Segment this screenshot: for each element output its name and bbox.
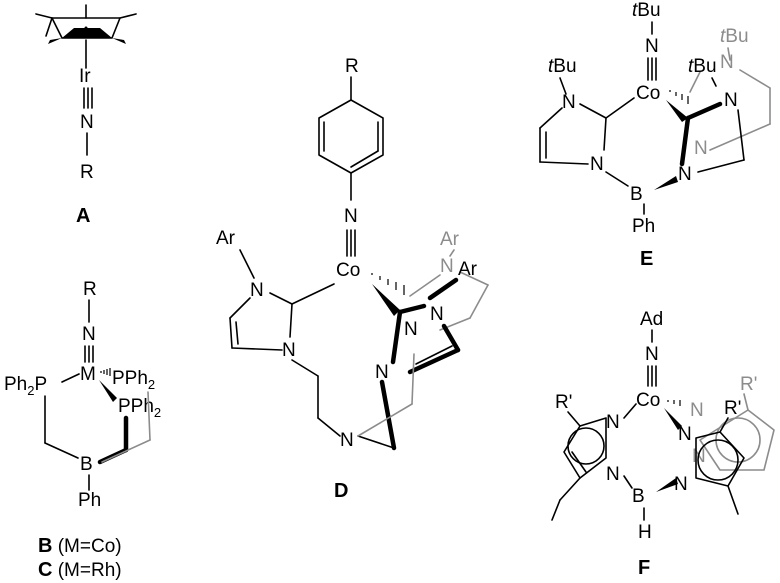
boron-atom: B bbox=[80, 454, 93, 475]
nitrogen-atom-back: N bbox=[720, 52, 734, 73]
nitrogen-atom: N bbox=[250, 280, 264, 301]
nitrogen-atom-back: N bbox=[440, 256, 454, 277]
cp-star-ring bbox=[35, 4, 137, 44]
tert-butyl-back: tBu bbox=[720, 26, 749, 47]
nitrogen-atom: N bbox=[645, 36, 659, 57]
amine-nitrogen: N bbox=[340, 430, 354, 451]
nitrogen-atom: N bbox=[282, 340, 296, 361]
r-prime-front: R' bbox=[724, 398, 741, 419]
boron-atom: B bbox=[630, 184, 643, 205]
tert-butyl-left: tBu bbox=[548, 56, 577, 77]
nitrogen-atom: N bbox=[80, 112, 94, 133]
label-a: A bbox=[76, 205, 90, 227]
phenyl-group: Ph bbox=[632, 216, 655, 237]
cobalt-atom: Co bbox=[336, 260, 360, 281]
nitrogen-atom-back: N bbox=[690, 400, 704, 421]
iridium-atom: Ir bbox=[79, 66, 91, 87]
nitrogen-atom: N bbox=[606, 412, 620, 433]
hash-bond bbox=[667, 400, 681, 406]
label-f: F bbox=[638, 557, 650, 579]
nitrogen-atom-back: N bbox=[694, 138, 708, 159]
nitrogen-atom: N bbox=[82, 324, 96, 345]
hash-bond bbox=[371, 273, 405, 295]
r-group: R bbox=[80, 162, 94, 183]
phenyl-group: Ph bbox=[78, 490, 101, 511]
structure-d: R N Co Ar N N Ar N bbox=[216, 56, 489, 502]
aryl-group: Ar bbox=[216, 228, 236, 249]
aryl-group-back: Ar bbox=[440, 229, 460, 250]
phosphine-left: Ph2P bbox=[4, 374, 47, 398]
nitrogen-atom: N bbox=[562, 92, 576, 113]
label-d: D bbox=[334, 480, 348, 502]
cobalt-atom: Co bbox=[636, 83, 660, 104]
r-group: R bbox=[83, 279, 97, 300]
phosphine-right-front: PPh2 bbox=[118, 396, 161, 420]
tert-butyl-right: tBu bbox=[688, 56, 717, 77]
structure-a: Ir N R A bbox=[35, 4, 137, 227]
r-prime-left: R' bbox=[555, 392, 572, 413]
nitrogen-atom: N bbox=[606, 464, 620, 485]
nitrogen-atom: N bbox=[375, 362, 389, 383]
adamantyl-group: Ad bbox=[640, 309, 663, 330]
nitrogen-atom: N bbox=[404, 319, 418, 340]
tert-butyl-top: tBu bbox=[632, 0, 661, 21]
structure-e: tBu N Co tBu N N B Ph tBu N N bbox=[539, 0, 771, 270]
hash-bond bbox=[100, 368, 111, 376]
metal-atom: M bbox=[80, 364, 96, 385]
nitrogen-atom: N bbox=[590, 154, 604, 175]
nitrogen-atom: N bbox=[724, 90, 738, 111]
aryl-group-front: Ar bbox=[458, 259, 478, 280]
r-group: R bbox=[345, 56, 359, 77]
structure-f: Ad N Co R' N N B H R' N N bbox=[551, 309, 775, 579]
nitrogen-atom: N bbox=[678, 424, 692, 445]
nitrogen-atom: N bbox=[674, 474, 688, 495]
caption-c: C (M=Rh) bbox=[38, 559, 122, 581]
r-prime-back: R' bbox=[740, 374, 757, 395]
boron-atom: B bbox=[632, 486, 645, 507]
nitrogen-atom: N bbox=[344, 206, 358, 227]
cobalt-atom: Co bbox=[636, 390, 660, 411]
phosphine-right-back: PPh2 bbox=[112, 368, 155, 392]
caption-b: B (M=Co) bbox=[38, 535, 122, 557]
nitrogen-atom: N bbox=[645, 344, 659, 365]
hydride: H bbox=[638, 522, 652, 543]
nitrogen-atom: N bbox=[678, 164, 692, 185]
hash-bond bbox=[669, 90, 689, 104]
nitrogen-atom: N bbox=[430, 304, 444, 325]
label-e: E bbox=[640, 248, 653, 270]
structure-bc: R N M Ph2P PPh2 PPh2 B Ph B (M=Co) C (M=… bbox=[4, 279, 161, 581]
